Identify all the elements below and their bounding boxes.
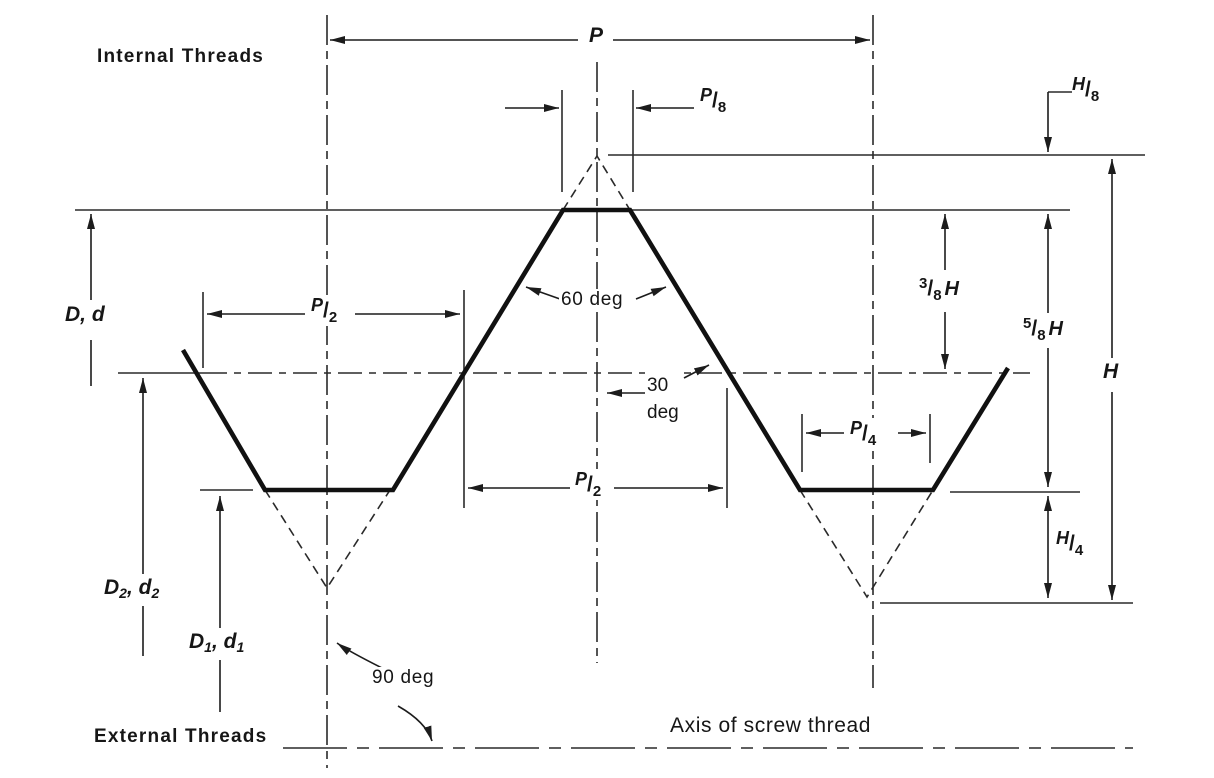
pitch-diameter-comma: , — [126, 576, 139, 599]
p-over-2-bottom-numerator: P — [575, 469, 588, 489]
angle-90deg-label: 90 deg — [370, 667, 437, 689]
angle-30deg-label: 30 deg — [645, 372, 681, 426]
reference-lines — [75, 90, 1145, 604]
thread-profile-outline — [181, 207, 1010, 493]
internal-threads-label: Internal Threads — [97, 46, 265, 67]
five-eighths-h-numerator: 5 — [1023, 315, 1032, 332]
h-over-4-slash: / — [1069, 532, 1075, 555]
five-eighths-h-slash: / — [1031, 317, 1038, 340]
five-eighths-h-denominator: 8 — [1037, 327, 1046, 344]
external-threads-label: External Threads — [94, 726, 268, 747]
minor-diameter-D: D — [189, 630, 205, 653]
minor-diameter-d: d — [223, 630, 237, 653]
dimension-lines — [87, 36, 1116, 712]
p-over-2-bottom-denominator: 2 — [592, 483, 602, 500]
h-symbol-label: H — [1101, 360, 1121, 384]
p-over-4-denominator: 4 — [867, 432, 877, 449]
h-over-8-denominator: 8 — [1090, 88, 1100, 105]
leader-30deg-diagonal — [683, 364, 710, 379]
angle-leaders — [336, 286, 710, 742]
pitch-diameter-label: D2, d2 — [102, 576, 162, 601]
p-over-4-label: P/4 — [848, 418, 879, 449]
pitch-symbol-label: P — [587, 24, 606, 48]
axis-of-screw-thread-label: Axis of screw thread — [670, 714, 872, 737]
angle-60deg-label: 60 deg — [559, 289, 626, 311]
p-over-4-slash: / — [862, 422, 868, 445]
sharp-v-crest — [562, 154, 631, 211]
p-over-2-top-denominator: 2 — [328, 309, 338, 326]
minor-diameter-d-sub: 1 — [236, 639, 245, 655]
leader-90deg-lower — [397, 705, 433, 742]
h-over-4-denominator: 4 — [1074, 542, 1084, 559]
p-over-8-numerator: P — [700, 85, 713, 105]
leader-60deg-left — [525, 286, 561, 300]
pitch-diameter-d: d — [138, 576, 152, 599]
minor-diameter-D-sub: 1 — [204, 639, 212, 655]
p-over-2-top-numerator: P — [311, 295, 324, 315]
h-over-8-slash: / — [1085, 78, 1091, 101]
sharp-v-construction — [264, 154, 934, 599]
pitch-diameter-D-sub: 2 — [119, 585, 127, 601]
p-over-2-top-slash: / — [323, 299, 329, 322]
sharp-v-right-groove — [799, 489, 934, 599]
p-over-2-top-label: P/2 — [309, 295, 340, 326]
p-over-2-bottom-label: P/2 — [573, 469, 604, 500]
three-eighths-h-numerator: 3 — [919, 275, 928, 292]
leader-90deg-upper — [336, 642, 387, 671]
minor-diameter-label: D1, d1 — [187, 630, 247, 655]
angle-30deg-unit: deg — [647, 402, 679, 423]
p-over-4-numerator: P — [850, 418, 863, 438]
minor-diameter-comma: , — [211, 630, 224, 653]
p-over-2-bottom-slash: / — [587, 473, 593, 496]
leader-60deg-right — [635, 286, 667, 300]
h-over-8-label: H/8 — [1072, 74, 1099, 105]
pitch-diameter-D: D — [104, 576, 120, 599]
three-eighths-h-denominator: 8 — [933, 287, 942, 304]
major-diameter-label: D, d — [63, 303, 107, 327]
h-over-8-numerator: H — [1072, 74, 1085, 94]
sharp-v-left-groove — [264, 489, 391, 590]
three-eighths-h-symbol: H — [944, 278, 959, 300]
h-over-4-label: H/4 — [1054, 528, 1086, 559]
pitch-diameter-d-sub: 2 — [151, 585, 160, 601]
p-over-8-label: P/8 — [700, 85, 726, 116]
p-over-8-denominator: 8 — [717, 99, 727, 116]
three-eighths-h-slash: / — [927, 277, 934, 300]
h-over-4-numerator: H — [1056, 528, 1069, 548]
centerlines — [118, 15, 1133, 768]
five-eighths-h-symbol: H — [1048, 318, 1063, 340]
p-over-8-slash: / — [712, 89, 718, 112]
angle-30deg-value: 30 — [647, 375, 669, 396]
